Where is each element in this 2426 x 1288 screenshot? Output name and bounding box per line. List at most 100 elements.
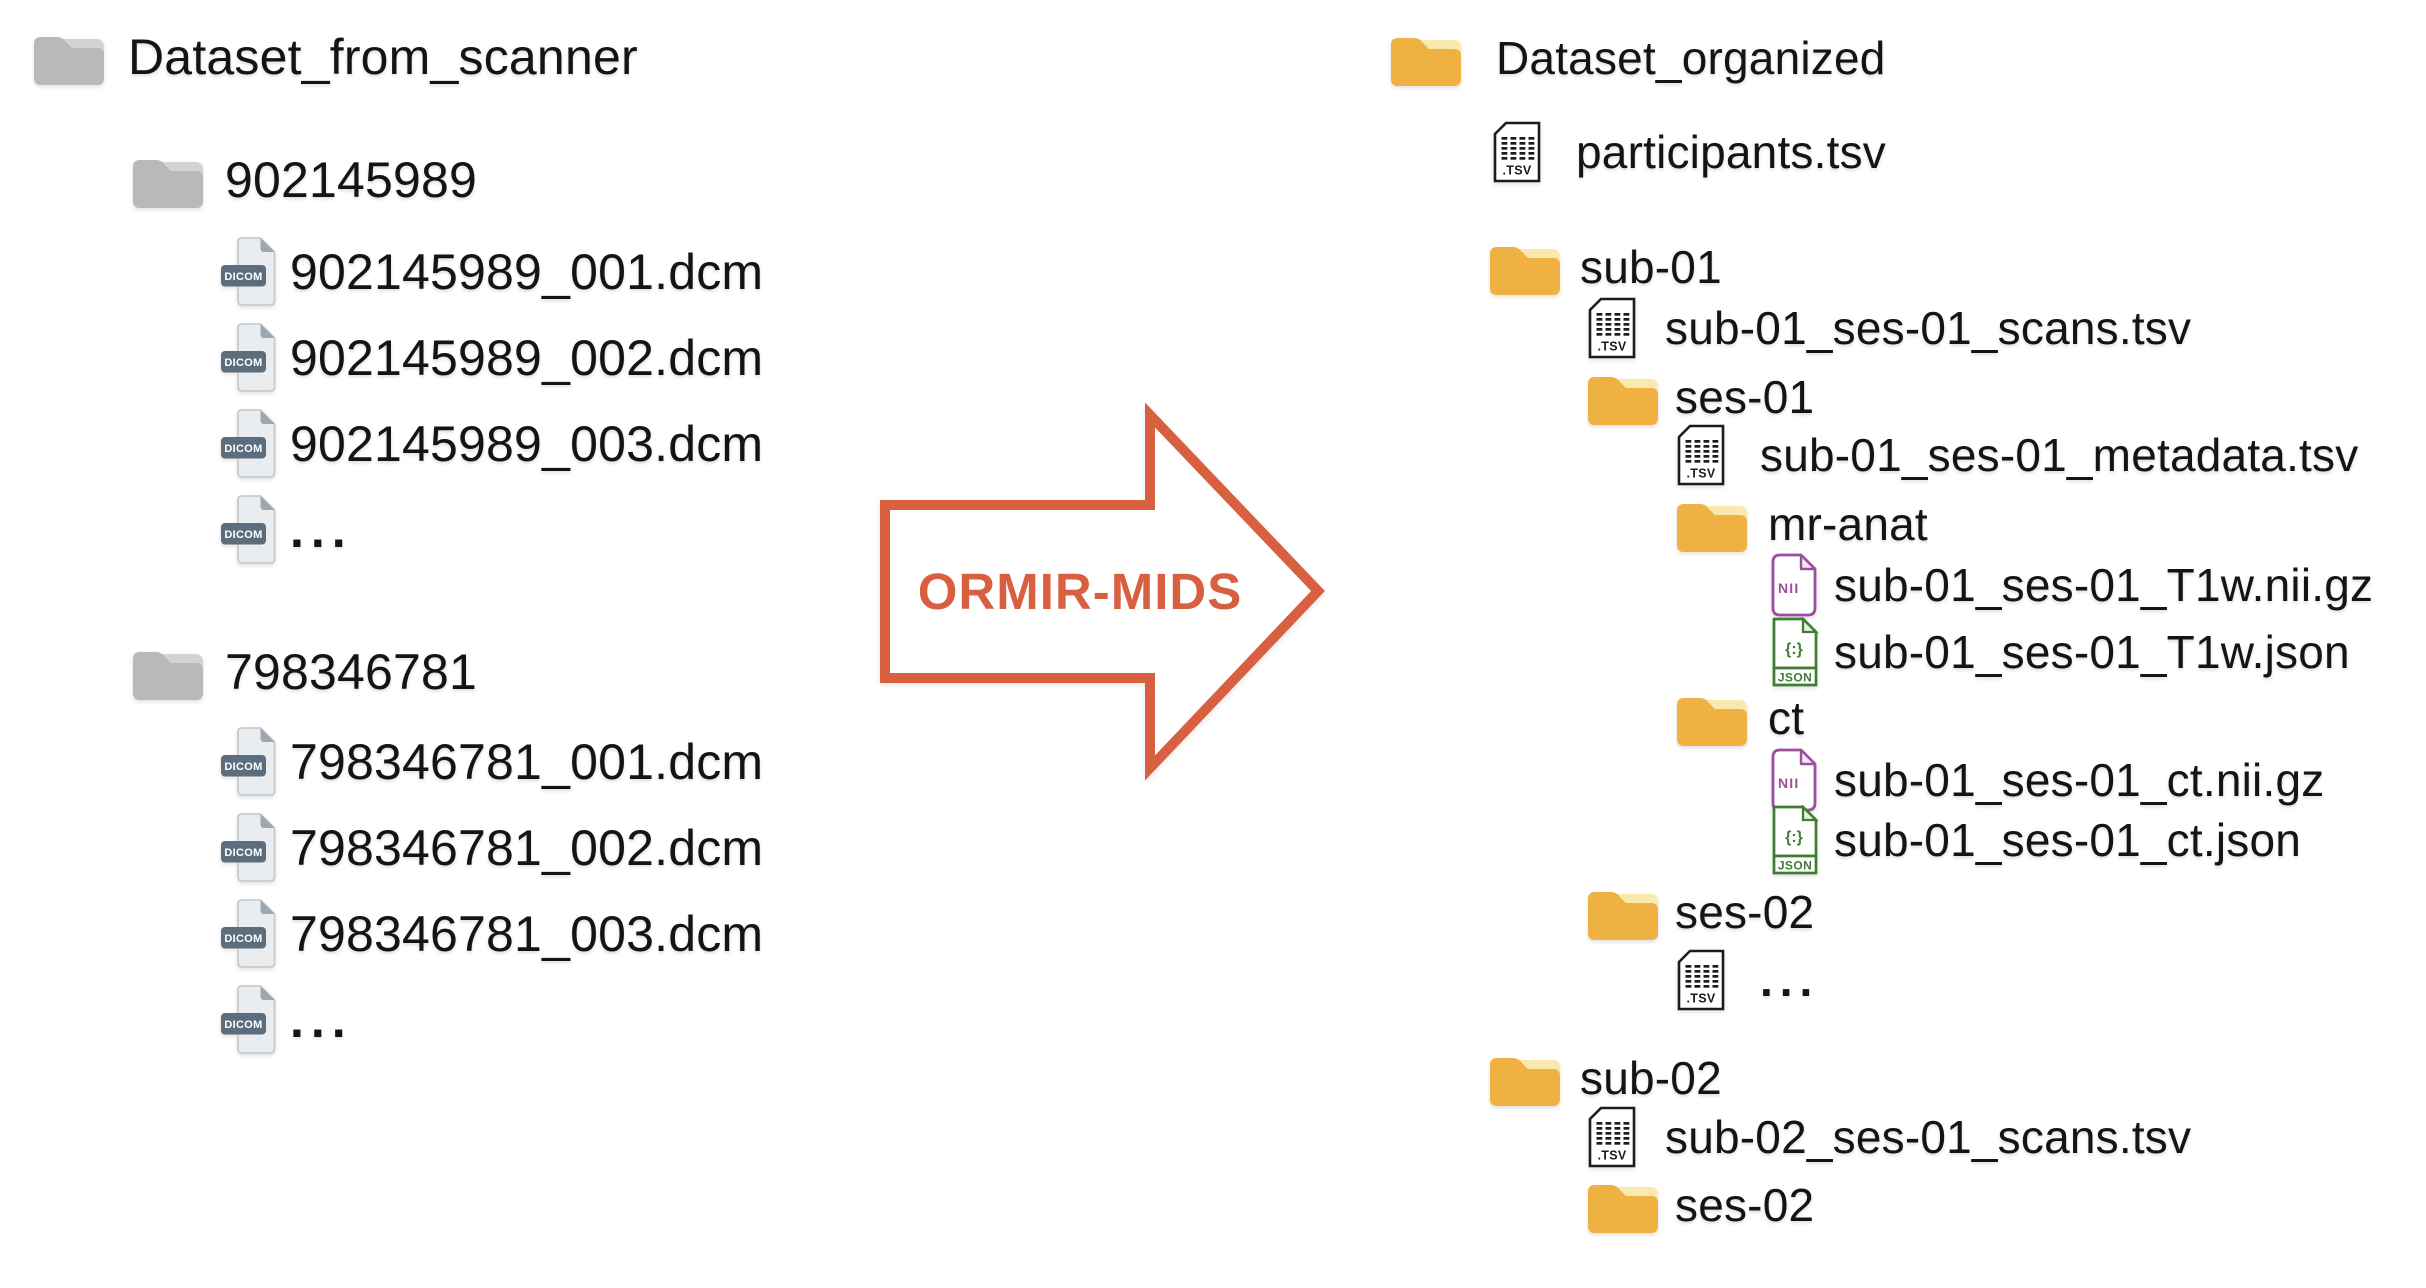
yellow-folder-icon xyxy=(1676,689,1748,747)
svg-text:NII: NII xyxy=(1778,775,1800,791)
file-label: sub-01_ses-01_ct.nii.gz xyxy=(1834,754,2325,806)
svg-text:.TSV: .TSV xyxy=(1598,340,1627,354)
yellow-folder-icon xyxy=(1489,1049,1561,1107)
folder-label: 798346781 xyxy=(225,644,478,700)
folder-row: mr-anat xyxy=(1676,495,1928,553)
folder-label: sub-02 xyxy=(1580,1052,1722,1104)
dicom-file-icon: DICOM xyxy=(220,237,276,307)
svg-text:{:}: {:} xyxy=(1785,829,1803,846)
file-label: 902145989_002.dcm xyxy=(290,330,764,386)
svg-text:DICOM: DICOM xyxy=(224,1019,262,1031)
folder-label: Dataset_from_scanner xyxy=(128,29,638,85)
svg-text:DICOM: DICOM xyxy=(224,357,262,369)
transform-arrow: ORMIR-MIDS xyxy=(880,402,1325,781)
file-label: 902145989_001.dcm xyxy=(290,244,764,300)
folder-row: 902145989 xyxy=(132,151,477,209)
dicom-file-icon: DICOM xyxy=(220,727,276,797)
folder-label: 902145989 xyxy=(225,152,478,208)
svg-text:{:}: {:} xyxy=(1785,641,1803,658)
file-row: DICOM... xyxy=(220,985,353,1055)
tsv-file-icon: .TSV xyxy=(1676,424,1726,486)
file-label: sub-01_ses-01_metadata.tsv xyxy=(1760,429,2359,481)
file-row: .TSV... xyxy=(1676,949,1819,1011)
file-label: 798346781_002.dcm xyxy=(290,820,764,876)
folder-label: ses-02 xyxy=(1675,1179,1815,1231)
yellow-folder-icon xyxy=(1587,883,1659,941)
dicom-file-icon: DICOM xyxy=(220,985,276,1055)
file-row: DICOM 798346781_001.dcm xyxy=(220,727,763,797)
json-file-icon: {:} JSON xyxy=(1770,805,1820,875)
folder-row: 798346781 xyxy=(132,643,477,701)
dicom-file-icon: DICOM xyxy=(220,813,276,883)
svg-text:DICOM: DICOM xyxy=(224,933,262,945)
gray-folder-icon xyxy=(132,151,204,209)
dicom-file-icon: DICOM xyxy=(220,495,276,565)
tsv-file-icon: .TSV xyxy=(1587,1106,1637,1168)
json-file-icon: {:}JSON xyxy=(1770,617,1820,687)
folder-label: mr-anat xyxy=(1768,498,1928,550)
file-label: ... xyxy=(290,502,353,558)
gray-folder-icon xyxy=(33,28,105,86)
folder-row: ses-01 xyxy=(1587,368,1814,426)
gray-folder-icon xyxy=(132,643,204,701)
folder-label: Dataset_organized xyxy=(1496,32,1886,84)
file-label: ... xyxy=(1760,954,1820,1006)
file-label: 798346781_001.dcm xyxy=(290,734,764,790)
svg-text:JSON: JSON xyxy=(1778,859,1812,873)
folder-row: Dataset_from_scanner xyxy=(33,28,638,86)
yellow-folder-icon xyxy=(1587,368,1659,426)
arrow-label: ORMIR-MIDS xyxy=(918,563,1242,620)
file-label: ... xyxy=(290,992,353,1048)
dicom-file-icon: DICOM xyxy=(220,323,276,393)
svg-text:.TSV: .TSV xyxy=(1503,164,1532,178)
file-row: DICOM 798346781_003.dcm xyxy=(220,899,763,969)
file-label: sub-01_ses-01_T1w.nii.gz xyxy=(1834,559,2374,611)
yellow-folder-icon xyxy=(1587,1176,1659,1234)
file-label: sub-01_ses-01_ct.json xyxy=(1834,814,2302,866)
file-row: .TSV sub-01_ses-01_scans.tsv xyxy=(1587,297,2191,359)
file-row: DICOM 902145989_002.dcm xyxy=(220,323,763,393)
svg-text:DICOM: DICOM xyxy=(224,761,262,773)
dicom-file-icon: DICOM xyxy=(220,409,276,479)
file-label: sub-01_ses-01_scans.tsv xyxy=(1665,302,2192,354)
file-row: DICOM 902145989_003.dcm xyxy=(220,409,763,479)
tsv-file-icon: .TSV xyxy=(1492,121,1542,183)
folder-row: sub-02 xyxy=(1489,1049,1722,1107)
file-row: DICOM... xyxy=(220,495,353,565)
nii-file-icon: NII xyxy=(1770,553,1818,617)
svg-text:DICOM: DICOM xyxy=(224,529,262,541)
nii-file-icon: NII xyxy=(1770,748,1818,812)
file-row: .TSV sub-02_ses-01_scans.tsv xyxy=(1587,1106,2191,1168)
yellow-folder-icon xyxy=(1390,29,1462,87)
tsv-file-icon: .TSV xyxy=(1587,297,1637,359)
arrow-shape xyxy=(880,402,1325,781)
yellow-folder-icon xyxy=(1676,495,1748,553)
svg-text:.TSV: .TSV xyxy=(1687,992,1716,1006)
dicom-file-icon: DICOM xyxy=(220,899,276,969)
file-row: NII sub-01_ses-01_ct.nii.gz xyxy=(1770,748,2324,812)
svg-text:DICOM: DICOM xyxy=(224,847,262,859)
svg-text:.TSV: .TSV xyxy=(1687,467,1716,481)
folder-row: ses-02 xyxy=(1587,883,1814,941)
yellow-folder-icon xyxy=(1489,238,1561,296)
file-row: {:} JSON sub-01_ses-01_ct.json xyxy=(1770,805,2301,875)
file-row: .TSV sub-01_ses-01_metadata.tsv xyxy=(1676,424,2358,486)
file-label: sub-02_ses-01_scans.tsv xyxy=(1665,1111,2192,1163)
svg-text:NII: NII xyxy=(1778,580,1800,596)
folder-label: ses-01 xyxy=(1675,371,1815,423)
folder-label: ses-02 xyxy=(1675,886,1815,938)
folder-row: ct xyxy=(1676,689,1804,747)
svg-text:DICOM: DICOM xyxy=(224,443,262,455)
folder-label: sub-01 xyxy=(1580,241,1722,293)
folder-row: sub-01 xyxy=(1489,238,1722,296)
folder-row: Dataset_organized xyxy=(1390,29,1886,87)
file-label: 798346781_003.dcm xyxy=(290,906,764,962)
svg-text:.TSV: .TSV xyxy=(1598,1149,1627,1163)
file-row: DICOM 798346781_002.dcm xyxy=(220,813,763,883)
file-label: 902145989_003.dcm xyxy=(290,416,764,472)
